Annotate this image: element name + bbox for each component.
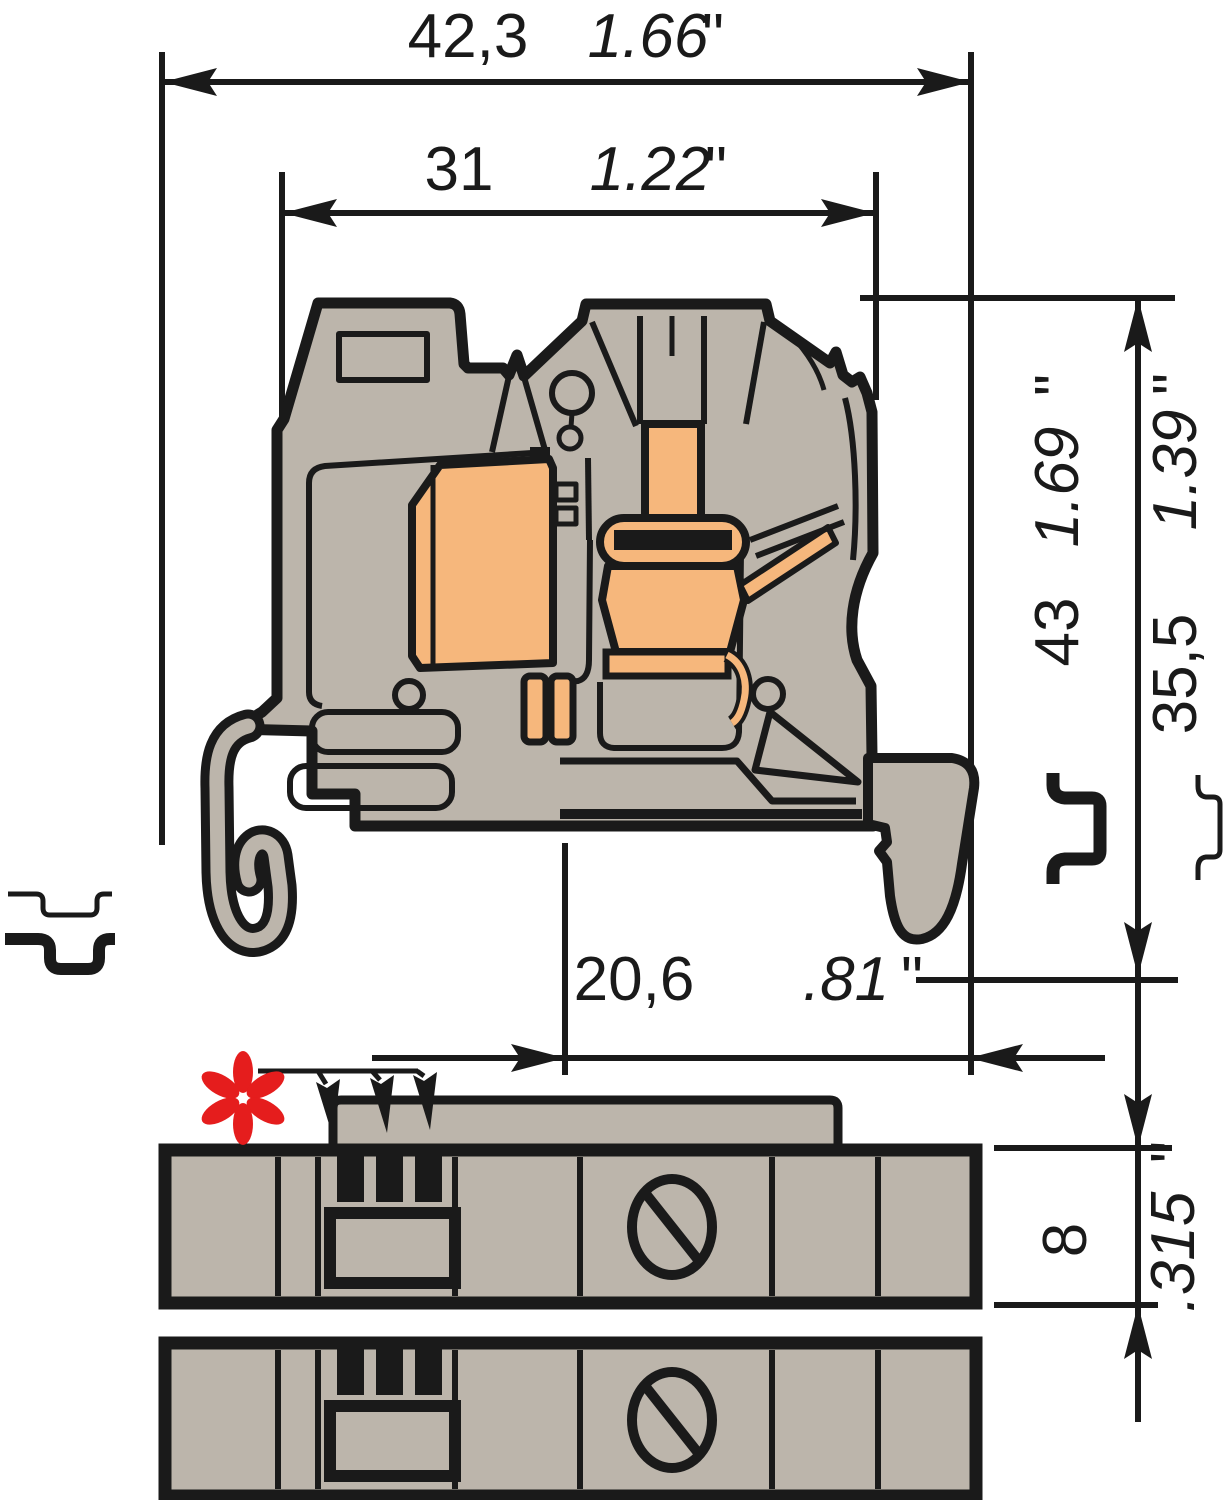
svg-text:": " bbox=[702, 2, 724, 71]
release-lever bbox=[737, 524, 839, 604]
label-inner-width-inch: 1.22 bbox=[590, 135, 711, 204]
svg-text:": " bbox=[1023, 374, 1092, 396]
asterisk-marker bbox=[201, 1051, 285, 1145]
bottom-slot-a bbox=[309, 709, 461, 755]
marking-slot-arrow bbox=[413, 1072, 437, 1130]
screw-head-icon bbox=[627, 1367, 717, 1473]
marking-slot-arrow bbox=[370, 1075, 394, 1133]
din-rail-profile-thin-icon bbox=[8, 891, 112, 918]
label-total-width-mm: 42,3 bbox=[408, 2, 529, 71]
rail-foot bbox=[863, 753, 980, 945]
svg-text:": " bbox=[705, 135, 727, 204]
din-rail-profile-thick-icon bbox=[5, 933, 115, 975]
marking-window bbox=[336, 331, 430, 383]
rail-clip-profile-thick-icon bbox=[1046, 773, 1107, 884]
dimension-arrows bbox=[163, 68, 1152, 1359]
label-rail-height-inch: 1.39 bbox=[1141, 410, 1210, 531]
extension-lines-behind bbox=[279, 52, 1175, 1075]
right-pivot-circle bbox=[750, 676, 786, 712]
latch-cam bbox=[751, 708, 862, 786]
label-center-offset-inch: .81 bbox=[803, 945, 889, 1014]
dimension-lines bbox=[159, 52, 1178, 1422]
left-pivot-circle bbox=[392, 678, 426, 712]
marking-slots bbox=[337, 1343, 442, 1395]
label-total-width-inch: 1.66 bbox=[588, 2, 709, 71]
clamp-base-bar bbox=[602, 648, 732, 680]
block-row-2 bbox=[158, 1336, 983, 1500]
rail-profile-symbols bbox=[5, 773, 1223, 975]
marking-slots bbox=[337, 1150, 442, 1202]
clamp-screw-shaft bbox=[641, 420, 705, 528]
label-inner-width-mm: 31 bbox=[425, 135, 494, 204]
metal-clamp-parts bbox=[408, 420, 846, 746]
label-recess bbox=[324, 1207, 461, 1289]
clamp-cage bbox=[408, 455, 557, 672]
svg-text:": " bbox=[901, 945, 923, 1014]
marking-slot-arrow bbox=[316, 1079, 340, 1137]
label-total-height-mm: 43 bbox=[1023, 598, 1092, 667]
housing-interior-lines bbox=[287, 316, 862, 819]
top-view-blocks bbox=[158, 1095, 983, 1500]
marker-step bbox=[328, 1095, 843, 1155]
label-center-offset-mm: 20,6 bbox=[574, 945, 695, 1014]
label-total-height-inch: 1.69 bbox=[1023, 427, 1092, 548]
screw-head-icon bbox=[627, 1174, 717, 1280]
test-port-circle bbox=[549, 370, 595, 416]
label-pitch-mm: 8 bbox=[1031, 1223, 1100, 1257]
svg-text:": " bbox=[1139, 1141, 1208, 1163]
label-pitch-inch: .315 bbox=[1139, 1191, 1208, 1312]
release-hook bbox=[200, 709, 297, 957]
spring-curl bbox=[725, 651, 749, 727]
label-rail-height-mm: 35,5 bbox=[1141, 614, 1210, 735]
label-recess bbox=[324, 1400, 461, 1482]
rail-clip-profile-thin-icon bbox=[1195, 775, 1223, 880]
test-port-small-circle bbox=[556, 424, 584, 452]
dimension-labels: 42,3 1.66 " 31 1.22 " 20,6 .81 " 43 1.69… bbox=[408, 2, 1210, 1312]
block-row-1 bbox=[158, 1143, 983, 1310]
svg-text:": " bbox=[1141, 373, 1210, 395]
side-view-terminal-block bbox=[200, 297, 980, 957]
bottom-slot-b bbox=[287, 763, 455, 811]
clamp-yoke bbox=[598, 562, 748, 656]
